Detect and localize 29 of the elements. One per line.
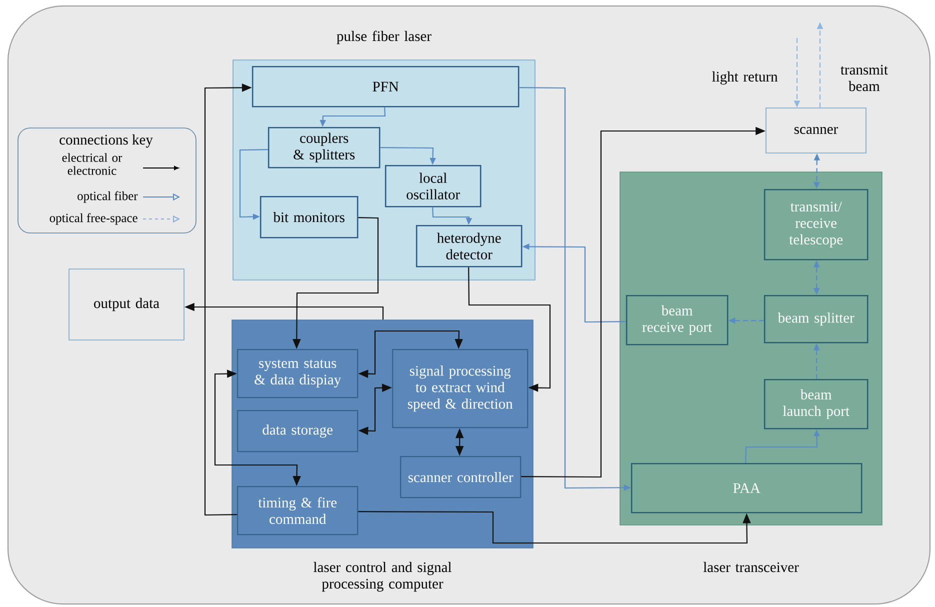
process-box: heterodyne detector — [416, 224, 522, 268]
edge-label: light return — [712, 71, 778, 85]
node-label: laser control and signal processing computer — [314, 562, 452, 592]
process-box: local oscillator — [384, 164, 482, 208]
process-box: beam splitter — [764, 294, 868, 344]
process-box: system status & data dispiay — [237, 349, 358, 398]
device-box: output data — [68, 268, 184, 340]
process-box: timing & fire command — [237, 486, 358, 536]
process-box: signal processing to extract wind speed & direction — [392, 349, 528, 428]
edge-label: transmit beam — [840, 64, 888, 92]
node-label: pulse fiber laser — [336, 30, 432, 44]
process-box: beam launch port — [764, 378, 868, 430]
legend-text: optical fiber — [78, 191, 138, 203]
process-box: PAA — [630, 462, 862, 514]
arrow — [358, 511, 751, 544]
node-label: laser transceiver — [703, 562, 799, 572]
legend-title: connections key — [60, 134, 153, 148]
process-box: beam receive port — [626, 294, 728, 346]
arrow — [239, 149, 268, 220]
process-box: transmit/ receive telescope — [764, 188, 868, 260]
arrow — [468, 267, 551, 392]
process-box: bit monitors — [260, 196, 358, 238]
legend-text: optical free-space — [50, 213, 138, 225]
process-box: couplers & splitters — [268, 126, 380, 168]
legend-text: electrical or electronic — [62, 153, 122, 175]
process-box: scanner controller — [400, 456, 522, 498]
device-box: scanner — [766, 108, 866, 154]
process-box: data storage — [237, 410, 358, 452]
process-box: PFN — [252, 66, 520, 108]
